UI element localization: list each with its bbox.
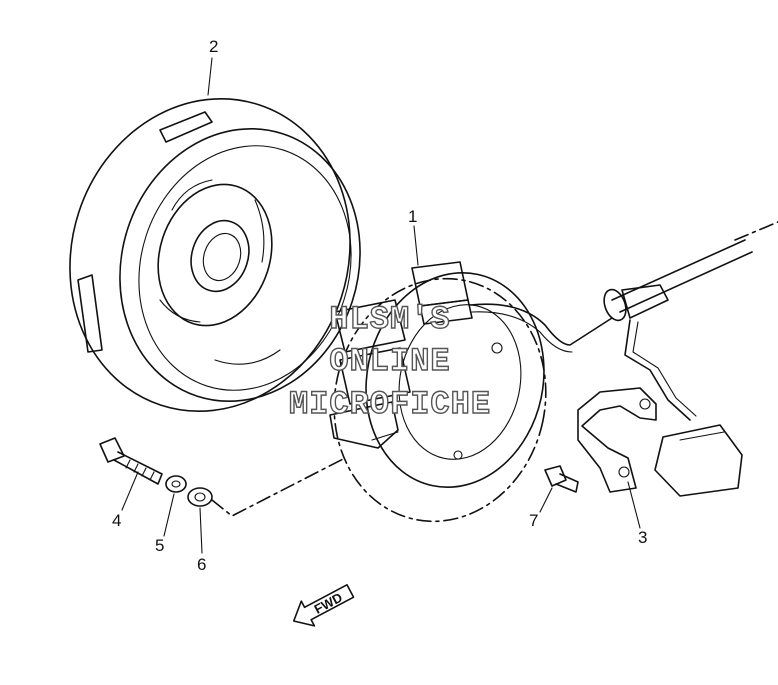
callout-1: 1	[408, 207, 417, 226]
watermark-line-3: MICROFICHE	[289, 386, 491, 423]
fwd-direction-marker: FWD	[292, 583, 355, 627]
plain-washer	[187, 487, 213, 507]
stator-bolt	[99, 437, 163, 485]
assembly-line	[211, 457, 346, 517]
bracket-screw	[544, 465, 579, 493]
watermark: HLSM'S ONLINE MICROFICHE	[288, 300, 491, 423]
callout-4: 4	[112, 511, 121, 530]
stator-assembly	[329, 261, 613, 523]
fwd-arrow-icon	[292, 583, 355, 627]
watermark-line-2: ONLINE	[329, 343, 450, 380]
callout-2: 2	[209, 37, 218, 56]
callout-6: 6	[197, 555, 206, 574]
watermark-line-1: HLSM'S	[329, 301, 450, 338]
spring-washer	[165, 475, 187, 493]
callout-5: 5	[155, 536, 164, 555]
callout-7: 7	[529, 511, 538, 530]
callout-3: 3	[638, 528, 647, 547]
leader-lines	[121, 57, 641, 554]
fwd-label: FWD	[312, 590, 345, 617]
harness-and-pickup	[603, 221, 778, 497]
lead-wire-bracket	[577, 387, 657, 493]
rotor-flywheel	[69, 97, 361, 413]
